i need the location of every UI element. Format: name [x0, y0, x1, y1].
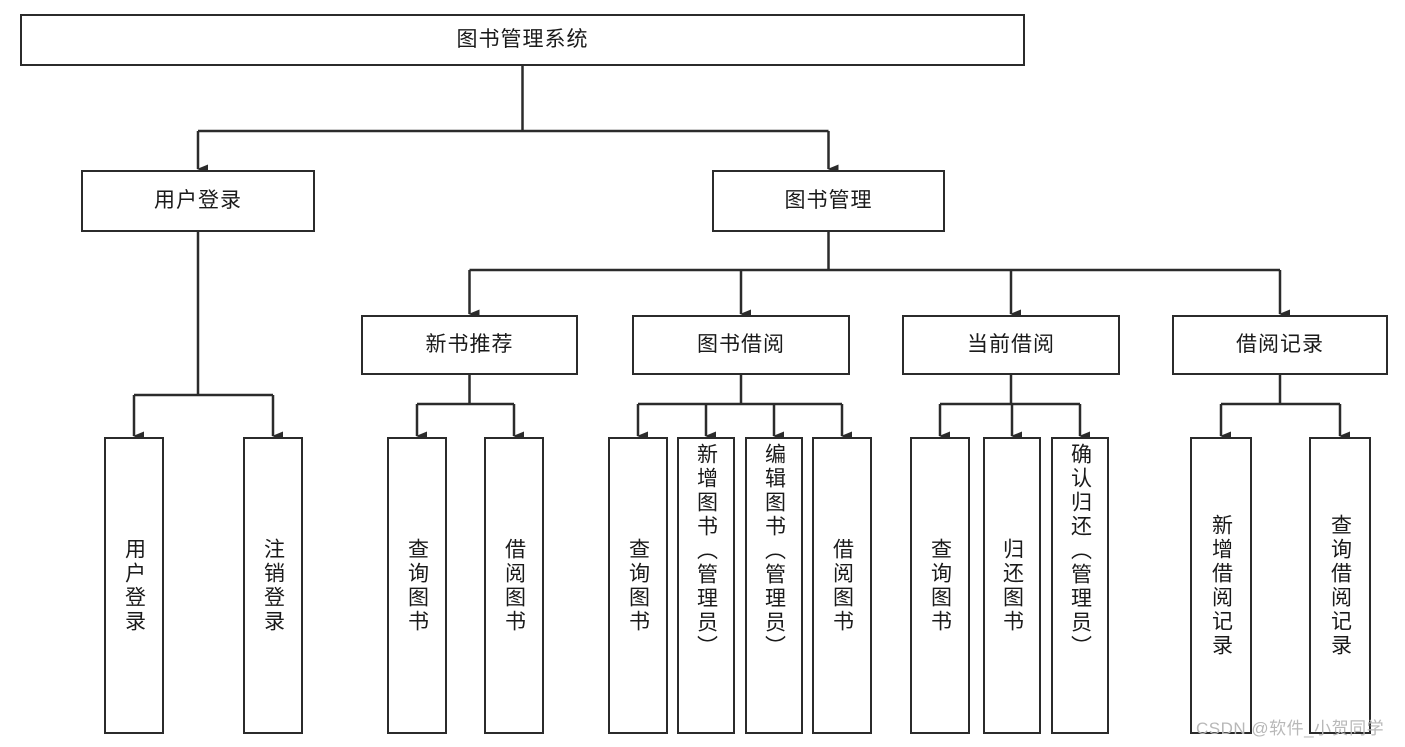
node-label: 查询图书	[928, 537, 952, 634]
node-label: 归还图书	[1000, 537, 1024, 634]
node-leaf-new-1[interactable]: 查询图书	[387, 437, 447, 734]
node-leaf-borrow-3[interactable]: 编辑图书（管理员）	[745, 437, 803, 734]
node-leaf-cur-1[interactable]: 查询图书	[910, 437, 970, 734]
node-newbooks[interactable]: 新书推荐	[361, 315, 578, 375]
node-leaf-rec-2[interactable]: 查询借阅记录	[1309, 437, 1371, 734]
node-label: 查询图书	[626, 537, 650, 634]
node-leaf-borrow-4[interactable]: 借阅图书	[812, 437, 872, 734]
node-label: 借阅图书	[502, 537, 526, 634]
node-leaf-rec-1[interactable]: 新增借阅记录	[1190, 437, 1252, 734]
node-leaf-borrow-1[interactable]: 查询图书	[608, 437, 668, 734]
node-label: 图书借阅	[697, 332, 785, 356]
node-leaf-borrow-2[interactable]: 新增图书（管理员）	[677, 437, 735, 734]
node-label: 用户登录	[122, 537, 146, 634]
node-label: 用户登录	[154, 188, 242, 212]
node-label: 注销登录	[261, 537, 285, 634]
node-label: 查询图书	[405, 537, 429, 634]
edge-paths	[132, 66, 1350, 441]
node-leaf-login-1[interactable]: 用户登录	[104, 437, 164, 734]
node-leaf-cur-3[interactable]: 确认归还（管理员）	[1051, 437, 1109, 734]
node-leaf-new-2[interactable]: 借阅图书	[484, 437, 544, 734]
node-label: 图书管理	[784, 188, 873, 212]
node-label: 查询借阅记录	[1328, 513, 1352, 658]
node-label: 当前借阅	[967, 332, 1055, 356]
watermark-label: CSDN @软件_小贺同学	[1196, 719, 1385, 738]
node-leaf-login-2[interactable]: 注销登录	[243, 437, 303, 734]
node-label: 确认归还（管理员）	[1068, 443, 1092, 659]
node-login[interactable]: 用户登录	[81, 170, 315, 232]
node-label: 借阅图书	[830, 537, 854, 634]
node-root[interactable]: 图书管理系统	[20, 14, 1025, 66]
node-borrow[interactable]: 图书借阅	[632, 315, 850, 375]
node-label: 新书推荐	[425, 332, 514, 356]
node-label: 新增借阅记录	[1209, 513, 1233, 658]
node-label: 编辑图书（管理员）	[762, 443, 786, 659]
node-bookmgmt[interactable]: 图书管理	[712, 170, 945, 232]
node-label: 图书管理系统	[456, 27, 589, 51]
node-records[interactable]: 借阅记录	[1172, 315, 1388, 375]
node-current[interactable]: 当前借阅	[902, 315, 1120, 375]
node-label: 新增图书（管理员）	[694, 443, 718, 659]
node-label: 借阅记录	[1236, 332, 1324, 356]
node-leaf-cur-2[interactable]: 归还图书	[983, 437, 1041, 734]
